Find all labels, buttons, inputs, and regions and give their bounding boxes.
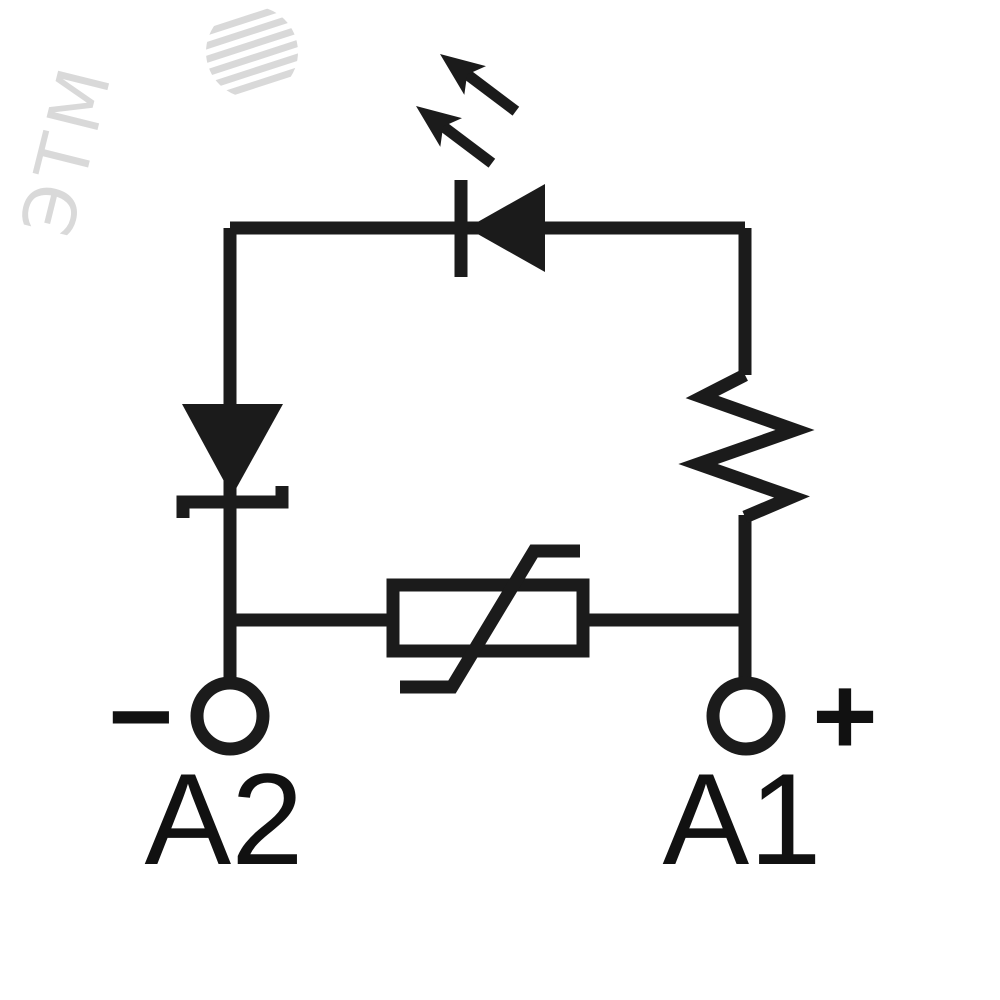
- zener-diode: [176, 404, 289, 518]
- varistor-slash: [400, 544, 580, 694]
- light-emission-arrow-2: [405, 92, 503, 178]
- zener-triangle: [182, 404, 283, 496]
- terminal-a2-label: A2: [144, 746, 303, 892]
- varistor: [386, 544, 590, 694]
- plus-icon: +: [812, 654, 877, 779]
- led-triangle: [467, 184, 545, 272]
- light-emission-arrow-1: [429, 40, 527, 126]
- led-diode: [405, 40, 545, 277]
- terminal-a2-circle: [190, 676, 270, 756]
- terminal-a1-circle: [706, 676, 786, 756]
- watermark-text: ЭТМ: [5, 55, 129, 245]
- terminal-a1-label: A1: [662, 746, 821, 892]
- watermark-logo-icon: [196, 3, 307, 100]
- minus-icon: −: [108, 654, 173, 779]
- zener-cathode-bar: [176, 486, 289, 518]
- resistor: [678, 369, 815, 523]
